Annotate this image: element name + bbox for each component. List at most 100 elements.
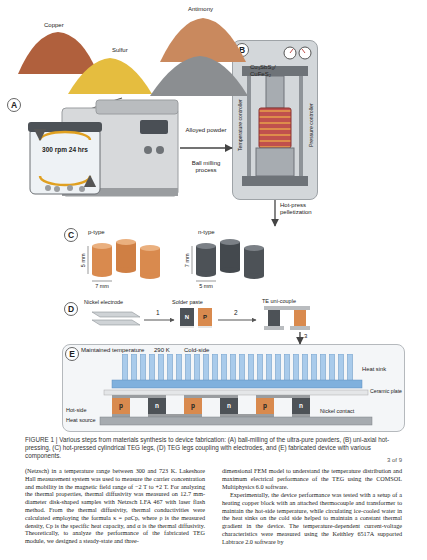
teg-device-part [148,398,166,414]
teg-legs-part [116,267,136,273]
part-label: Solder paste [172,299,203,306]
figure-caption: FIGURE 1 | Various steps from materials … [25,436,402,460]
teg-device-part [112,398,130,414]
ball-mill-part [62,108,178,196]
teg-legs-panel: C [62,226,300,298]
teg-device-part [184,398,202,414]
coupling-panel: D [62,300,340,332]
teg-device [100,354,372,425]
body-text: dimensional FEM model to understand the … [222,467,402,490]
teg-legs-part [92,281,112,282]
flow-arrow [180,147,232,148]
coupling-steps [92,306,310,330]
teg-legs-part [116,242,136,270]
ball-mill-part [67,185,73,191]
leg-letter: P [198,314,212,321]
teg-legs-part [192,246,193,274]
teg-legs-part [92,271,112,277]
teg-legs-part [220,267,240,273]
teg-legs-part [196,271,216,277]
powder-piles-part [18,32,98,74]
ball-mill-part [156,146,164,154]
teg-legs-part [244,273,264,279]
teg-legs-part [244,245,264,251]
teg-legs-part [140,273,160,279]
coupling-steps-part [144,320,174,321]
ball-mill-part [79,186,85,192]
edge-label: Hot-press pelletization [280,202,324,216]
teg-device-part [104,390,368,395]
step-number: 1 [156,309,160,317]
hot-press-part [242,176,308,186]
coupling-steps-part [92,312,140,317]
dimension-label: 7 mm [88,283,116,290]
teg-device-part [148,414,202,417]
teg-device-part [100,417,372,425]
ball-mill-part [62,188,178,196]
ball-milling-panel: A [5,96,180,200]
coupling-steps-part [180,326,194,328]
teg-legs-part [92,246,112,274]
hot-press-part [247,72,251,184]
panel-letter: A [7,98,21,112]
teg-device-part [292,398,310,414]
teg-device-part [256,395,310,398]
coupling-steps-part [92,320,140,325]
hot-press-part [242,66,308,76]
dimension-label: 7 mm [184,200,191,320]
coupling-steps-part [198,308,212,328]
teg-legs-part [88,246,89,274]
hot-press-part [299,72,303,184]
teg-device-part [256,398,274,414]
type-label: p-type [88,229,105,236]
teg-device-part [220,414,274,417]
coupling-steps-part [290,326,310,330]
part-label: Nickel electrode [84,299,123,306]
body-text: Experimentally, the device performance w… [222,491,402,546]
hot-press [242,47,311,186]
teg-legs [88,239,264,281]
coupling-steps-part [294,310,306,326]
material-label: Sulfur [112,47,128,54]
teg-legs-part [220,242,240,270]
ball-mill-part [30,128,100,194]
flow-arrow [299,332,300,344]
teg-legs-part [116,239,136,245]
step-number: 2 [234,309,238,317]
panel-letter: E [65,347,79,361]
powder-piles-part [150,56,248,96]
teg-device-part [112,395,166,398]
coupling-steps-part [180,308,194,328]
type-label: n-type [198,229,215,236]
teg-legs-part [92,243,112,249]
powder-piles [18,18,248,119]
edge-label: Alloyed powder [183,127,229,134]
hot-press-part [266,76,284,108]
teg-legs-part [196,281,216,282]
coupling-steps-part [264,326,284,330]
material-label: Antimony [188,6,213,13]
hot-press-panel: B [232,40,318,200]
teg-legs-part [196,246,216,274]
ball-mill [28,100,178,196]
process-parameter: 300 rpm 24 hrs [36,146,94,154]
teg-device-part [122,354,356,381]
dimension-label: 5 mm [80,200,87,320]
teg-device-part [292,414,310,417]
teg-device-part [112,380,362,388]
edge-label: 3 [304,333,314,340]
hot-press-part [299,47,311,59]
hot-press-part [284,47,296,59]
teg-device-part [220,398,238,414]
hot-press-part [256,148,294,176]
process-label: Ball milling process [182,160,230,174]
page-number: 3 of 9 [340,457,402,464]
hot-press-part [290,49,293,53]
ball-mill-part [140,120,168,134]
material-label: Copper [44,22,64,29]
teg-legs-part [140,248,160,276]
hot-press-part [259,108,291,148]
